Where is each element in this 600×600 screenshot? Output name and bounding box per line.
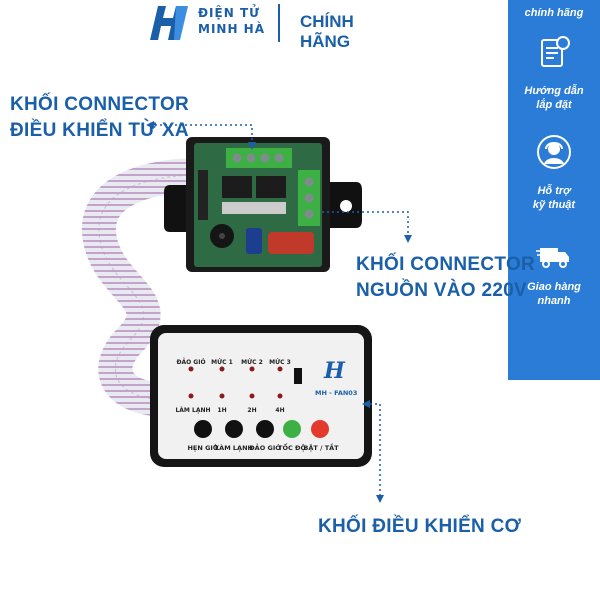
timer-button bbox=[194, 420, 212, 438]
button-label: LÀM LẠNH bbox=[215, 443, 253, 452]
label-power-connector: KHỐI CONNECTOR NGUỒN VÀO 220V bbox=[356, 252, 535, 304]
arrow-down-icon bbox=[248, 142, 256, 150]
document-bulb-icon bbox=[541, 36, 570, 67]
brand-name-line1: ĐIỆN TỬ bbox=[198, 6, 261, 20]
callout-arrows bbox=[146, 121, 412, 503]
brand-name-line2: MINH HÀ bbox=[198, 22, 265, 36]
callout-lines bbox=[150, 124, 409, 496]
led-label: MỨC 2 bbox=[241, 359, 263, 366]
label-mechanical-control: KHỐI ĐIỀU KHIỂN CƠ bbox=[318, 516, 522, 537]
button-label: HẸN GIỜ bbox=[187, 443, 218, 452]
label-power-line1: KHỐI CONNECTOR bbox=[356, 254, 536, 275]
button-label: TỐC ĐỘ bbox=[278, 442, 306, 452]
led-label: 4H bbox=[275, 407, 284, 414]
led-label: LÀM LẠNH bbox=[175, 407, 210, 414]
mounting-hole bbox=[340, 200, 352, 212]
sidebar-item-delivery-label2: nhanh bbox=[537, 295, 571, 307]
minh-ha-logo-icon bbox=[150, 6, 188, 40]
brand-divider bbox=[278, 4, 280, 42]
sidebar-item-delivery: Giao hàng nhanh bbox=[508, 280, 600, 308]
button-label: BẬT / TẮT bbox=[303, 442, 339, 452]
swing-button bbox=[256, 420, 274, 438]
led-label: 2H bbox=[247, 407, 256, 414]
sidebar-item-support: Hỗ trợ kỹ thuật bbox=[508, 184, 600, 212]
label-remote-connector: KHỐI CONNECTOR ĐIỀU KHIỂN TỪ XA bbox=[10, 92, 189, 144]
pcb-module bbox=[164, 137, 362, 272]
led-label: ĐẢO GIÓ bbox=[176, 358, 205, 366]
sidebar-top-text: chính hãng bbox=[524, 7, 584, 19]
control-panel: H MH - FAN03 ĐẢO GIÓ MỨC 1 MỨC 2 MỨC 3 L… bbox=[150, 325, 372, 467]
panel-model: MH - FAN03 bbox=[315, 389, 357, 397]
display-window bbox=[294, 368, 302, 384]
led-label: MỨC 1 bbox=[211, 359, 233, 366]
power-button bbox=[311, 420, 329, 438]
sidebar-item-support-label2: kỹ thuật bbox=[532, 199, 576, 211]
label-power-line2: NGUỒN VÀO 220V bbox=[356, 280, 528, 301]
label-remote-line1: KHỐI CONNECTOR bbox=[10, 94, 190, 115]
label-remote-line2: ĐIỀU KHIỂN TỪ XA bbox=[10, 120, 189, 141]
arrow-left-icon bbox=[362, 400, 370, 408]
delivery-truck-icon bbox=[536, 248, 569, 268]
sidebar-item-guide-label2: lắp đặt bbox=[536, 99, 572, 111]
led-label: MỨC 3 bbox=[269, 359, 291, 366]
button-label: ĐẢO GIÓ bbox=[249, 442, 281, 452]
arrow-down-icon bbox=[404, 235, 412, 243]
panel-logo: H bbox=[323, 358, 346, 384]
remote-connector bbox=[226, 148, 292, 168]
speed-button bbox=[283, 420, 301, 438]
brand-header: ĐIỆN TỬ MINH HÀ CHÍNH HÃNG bbox=[140, 0, 400, 51]
info-sidebar: chính hãng Hướng dẫn lắp đặt Hỗ trợ kỹ t… bbox=[508, 0, 600, 380]
brand-tagline: CHÍNH HÃNG bbox=[300, 12, 354, 51]
sidebar-item-support-label1: Hỗ trợ bbox=[537, 185, 571, 197]
sidebar-item-guide: Hướng dẫn lắp đặt bbox=[508, 84, 600, 112]
arrow-left-icon bbox=[146, 121, 154, 129]
led-label: 1H bbox=[217, 407, 226, 414]
sidebar-item-guide-label1: Hướng dẫn bbox=[524, 85, 584, 97]
sidebar-item-delivery-label1: Giao hàng bbox=[527, 281, 581, 293]
support-agent-icon bbox=[537, 135, 571, 169]
film-capacitor bbox=[268, 232, 314, 254]
capacitor bbox=[246, 228, 262, 254]
cooling-button bbox=[225, 420, 243, 438]
arrow-down-icon bbox=[376, 495, 384, 503]
